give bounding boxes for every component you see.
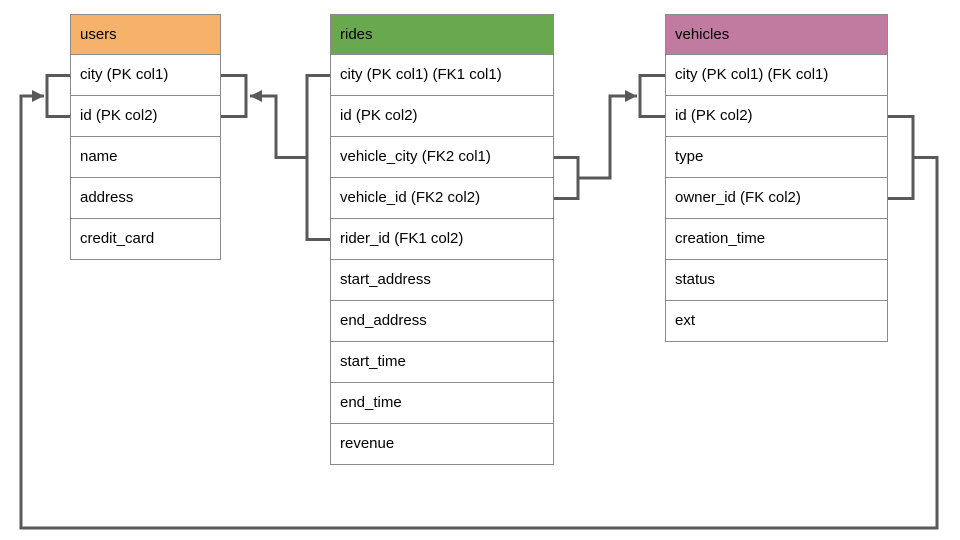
users-pk-bracket-right bbox=[221, 74, 248, 118]
row-label: credit_card bbox=[80, 230, 155, 247]
row-label: owner_id (FK col2) bbox=[675, 189, 801, 206]
table-row-id: id (PK col2) bbox=[666, 96, 887, 137]
row-label: end_time bbox=[340, 394, 402, 411]
table-row-id: id (PK col2) bbox=[71, 96, 220, 137]
row-label: id (PK col2) bbox=[340, 107, 418, 124]
table-users-rows: city (PK col1) id (PK col2) name address cre… bbox=[71, 55, 220, 259]
row-label: type bbox=[675, 148, 704, 165]
rides-fk2-bracket bbox=[554, 156, 580, 200]
row-label: id (PK col2) bbox=[675, 107, 753, 124]
row-label: rider_id (FK1 col2) bbox=[340, 230, 464, 247]
table-vehicles[interactable]: vehicles city (PK col1) (FK col1) id (PK … bbox=[665, 14, 888, 342]
row-label: vehicle_city (FK2 col1) bbox=[340, 148, 491, 165]
table-rides-rows: city (PK col1) (FK1 col1) id (PK col2) veh… bbox=[331, 55, 553, 464]
table-row-type: type bbox=[666, 137, 887, 178]
table-rides[interactable]: rides city (PK col1) (FK1 col1) id (PK co… bbox=[330, 14, 554, 465]
table-row-owner_id: owner_id (FK col2) bbox=[666, 178, 887, 219]
row-label: id (PK col2) bbox=[80, 107, 158, 124]
rides-fk1-bracket bbox=[305, 74, 330, 241]
table-row-id: id (PK col2) bbox=[331, 96, 553, 137]
row-label: end_address bbox=[340, 312, 427, 329]
row-label: name bbox=[80, 148, 118, 165]
table-row-credit_card: credit_card bbox=[71, 219, 220, 259]
table-row-end_address: end_address bbox=[331, 301, 553, 342]
table-row-revenue: revenue bbox=[331, 424, 553, 464]
row-label: vehicle_id (FK2 col2) bbox=[340, 189, 481, 206]
table-row-vehicle_id: vehicle_id (FK2 col2) bbox=[331, 178, 553, 219]
table-row-city: city (PK col1) bbox=[71, 55, 220, 96]
relationship-rides-users[interactable] bbox=[221, 74, 330, 241]
row-label: creation_time bbox=[675, 230, 766, 247]
table-row-start_address: start_address bbox=[331, 260, 553, 301]
table-vehicles-rows: city (PK col1) (FK col1) id (PK col2) type… bbox=[666, 55, 887, 341]
row-label: city (PK col1) bbox=[80, 66, 169, 83]
table-users[interactable]: users city (PK col1) id (PK col2) name addr… bbox=[70, 14, 221, 260]
table-row-end_time: end_time bbox=[331, 383, 553, 424]
row-label: revenue bbox=[340, 435, 395, 452]
rides-users-arrow bbox=[250, 90, 307, 159]
users-pk-bracket-left bbox=[45, 74, 70, 118]
table-row-vehicle_city: vehicle_city (FK2 col1) bbox=[331, 137, 553, 178]
table-row-city: city (PK col1) (FK1 col1) bbox=[331, 55, 553, 96]
row-label: ext bbox=[675, 312, 696, 329]
vehicles-pk-bracket-left bbox=[638, 74, 665, 118]
relationship-rides-vehicles[interactable] bbox=[554, 74, 665, 200]
table-row-rider_id: rider_id (FK1 col2) bbox=[331, 219, 553, 260]
table-row-status: status bbox=[666, 260, 887, 301]
rides-vehicles-arrow bbox=[578, 90, 637, 180]
row-label: city (PK col1) (FK col1) bbox=[675, 66, 829, 83]
table-row-start_time: start_time bbox=[331, 342, 553, 383]
table-row-creation_time: creation_time bbox=[666, 219, 887, 260]
table-rides-header: rides bbox=[331, 15, 553, 55]
table-row-name: name bbox=[71, 137, 220, 178]
table-vehicles-header: vehicles bbox=[666, 15, 887, 55]
vehicles-fk-bracket bbox=[888, 115, 915, 200]
row-label: start_address bbox=[340, 271, 431, 288]
row-label: start_time bbox=[340, 353, 406, 370]
row-label: status bbox=[675, 271, 716, 288]
table-row-address: address bbox=[71, 178, 220, 219]
table-row-ext: ext bbox=[666, 301, 887, 341]
row-label: address bbox=[80, 189, 134, 206]
table-row-city: city (PK col1) (FK col1) bbox=[666, 55, 887, 96]
table-users-header: users bbox=[71, 15, 220, 55]
row-label: city (PK col1) (FK1 col1) bbox=[340, 66, 502, 83]
